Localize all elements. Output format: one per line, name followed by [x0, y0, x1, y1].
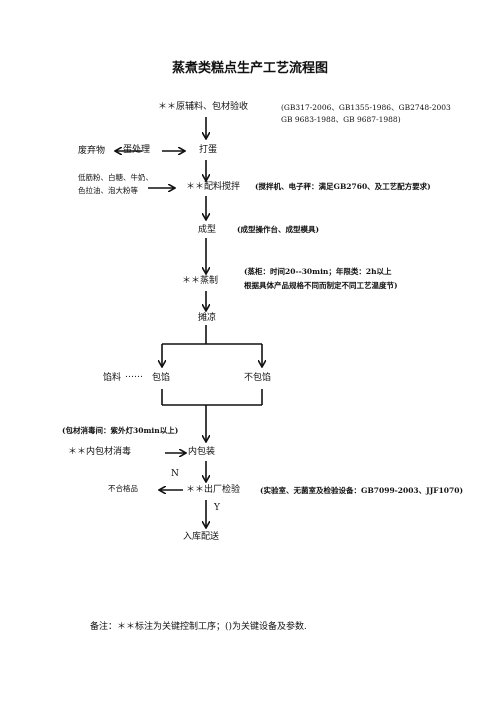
note-inspection: (实验室、无菌室及检验设备：GB7099-2003、JJF1070) [260, 486, 463, 495]
node-storage: 入库配送 [183, 532, 220, 542]
node-ingredients-2: 色拉油、泡大粉等 [78, 186, 138, 195]
node-steaming: ＊＊蒸制 [182, 276, 219, 286]
label-n: N [171, 469, 179, 479]
node-inner-pack: 内包装 [188, 447, 216, 457]
note-raw-standards-2: GB 9683-1988、GB 9687-1988) [281, 115, 401, 124]
node-inspection: ＊＊出厂检验 [186, 485, 241, 495]
page-title: 蒸煮类糕点生产工艺流程图 [172, 61, 329, 76]
node-forming: 成型 [198, 225, 217, 235]
node-cooling: 摊凉 [198, 313, 217, 323]
node-with-filling: 包馅 [152, 373, 171, 383]
note-steaming-2: 根据具体产品规格不同而制定不同工艺温度节) [244, 281, 398, 290]
node-waste: 废弃物 [78, 146, 106, 156]
node-mixing: ＊＊配料搅拌 [186, 182, 241, 192]
node-pack-disinfect: ＊＊内包材消毒 [68, 447, 132, 457]
note-disinfect: (包材消毒间：紫外灯30min以上) [62, 426, 179, 435]
footer-note: 备注：＊＊标注为关键控制工序；()为关键设备及参数. [90, 622, 307, 632]
note-forming: (成型操作台、成型模具) [237, 225, 320, 234]
note-raw-standards-1: (GB317-2006、GB1355-1986、GB2748-2003 [281, 103, 451, 112]
node-no-filling: 不包馅 [244, 373, 272, 383]
node-filling-material: 馅料 [103, 373, 122, 383]
node-ingredients-1: 低筋粉、白糖、牛奶、 [78, 173, 153, 182]
node-unqualified: 不合格品 [108, 484, 138, 493]
note-mixing: (搅拌机、电子秤：满足GB2760、及工艺配方要求) [255, 182, 431, 191]
filling-dots: …… [125, 370, 143, 380]
node-raw-material: ＊＊原辅料、包材验收 [158, 102, 249, 112]
label-y: Y [214, 503, 220, 513]
note-steaming-1: (蒸柜：时间20--30min；年限类：2h以上 [244, 267, 392, 276]
node-egg-treat: 蛋处理 [123, 145, 151, 155]
node-beat-egg: 打蛋 [199, 145, 218, 155]
